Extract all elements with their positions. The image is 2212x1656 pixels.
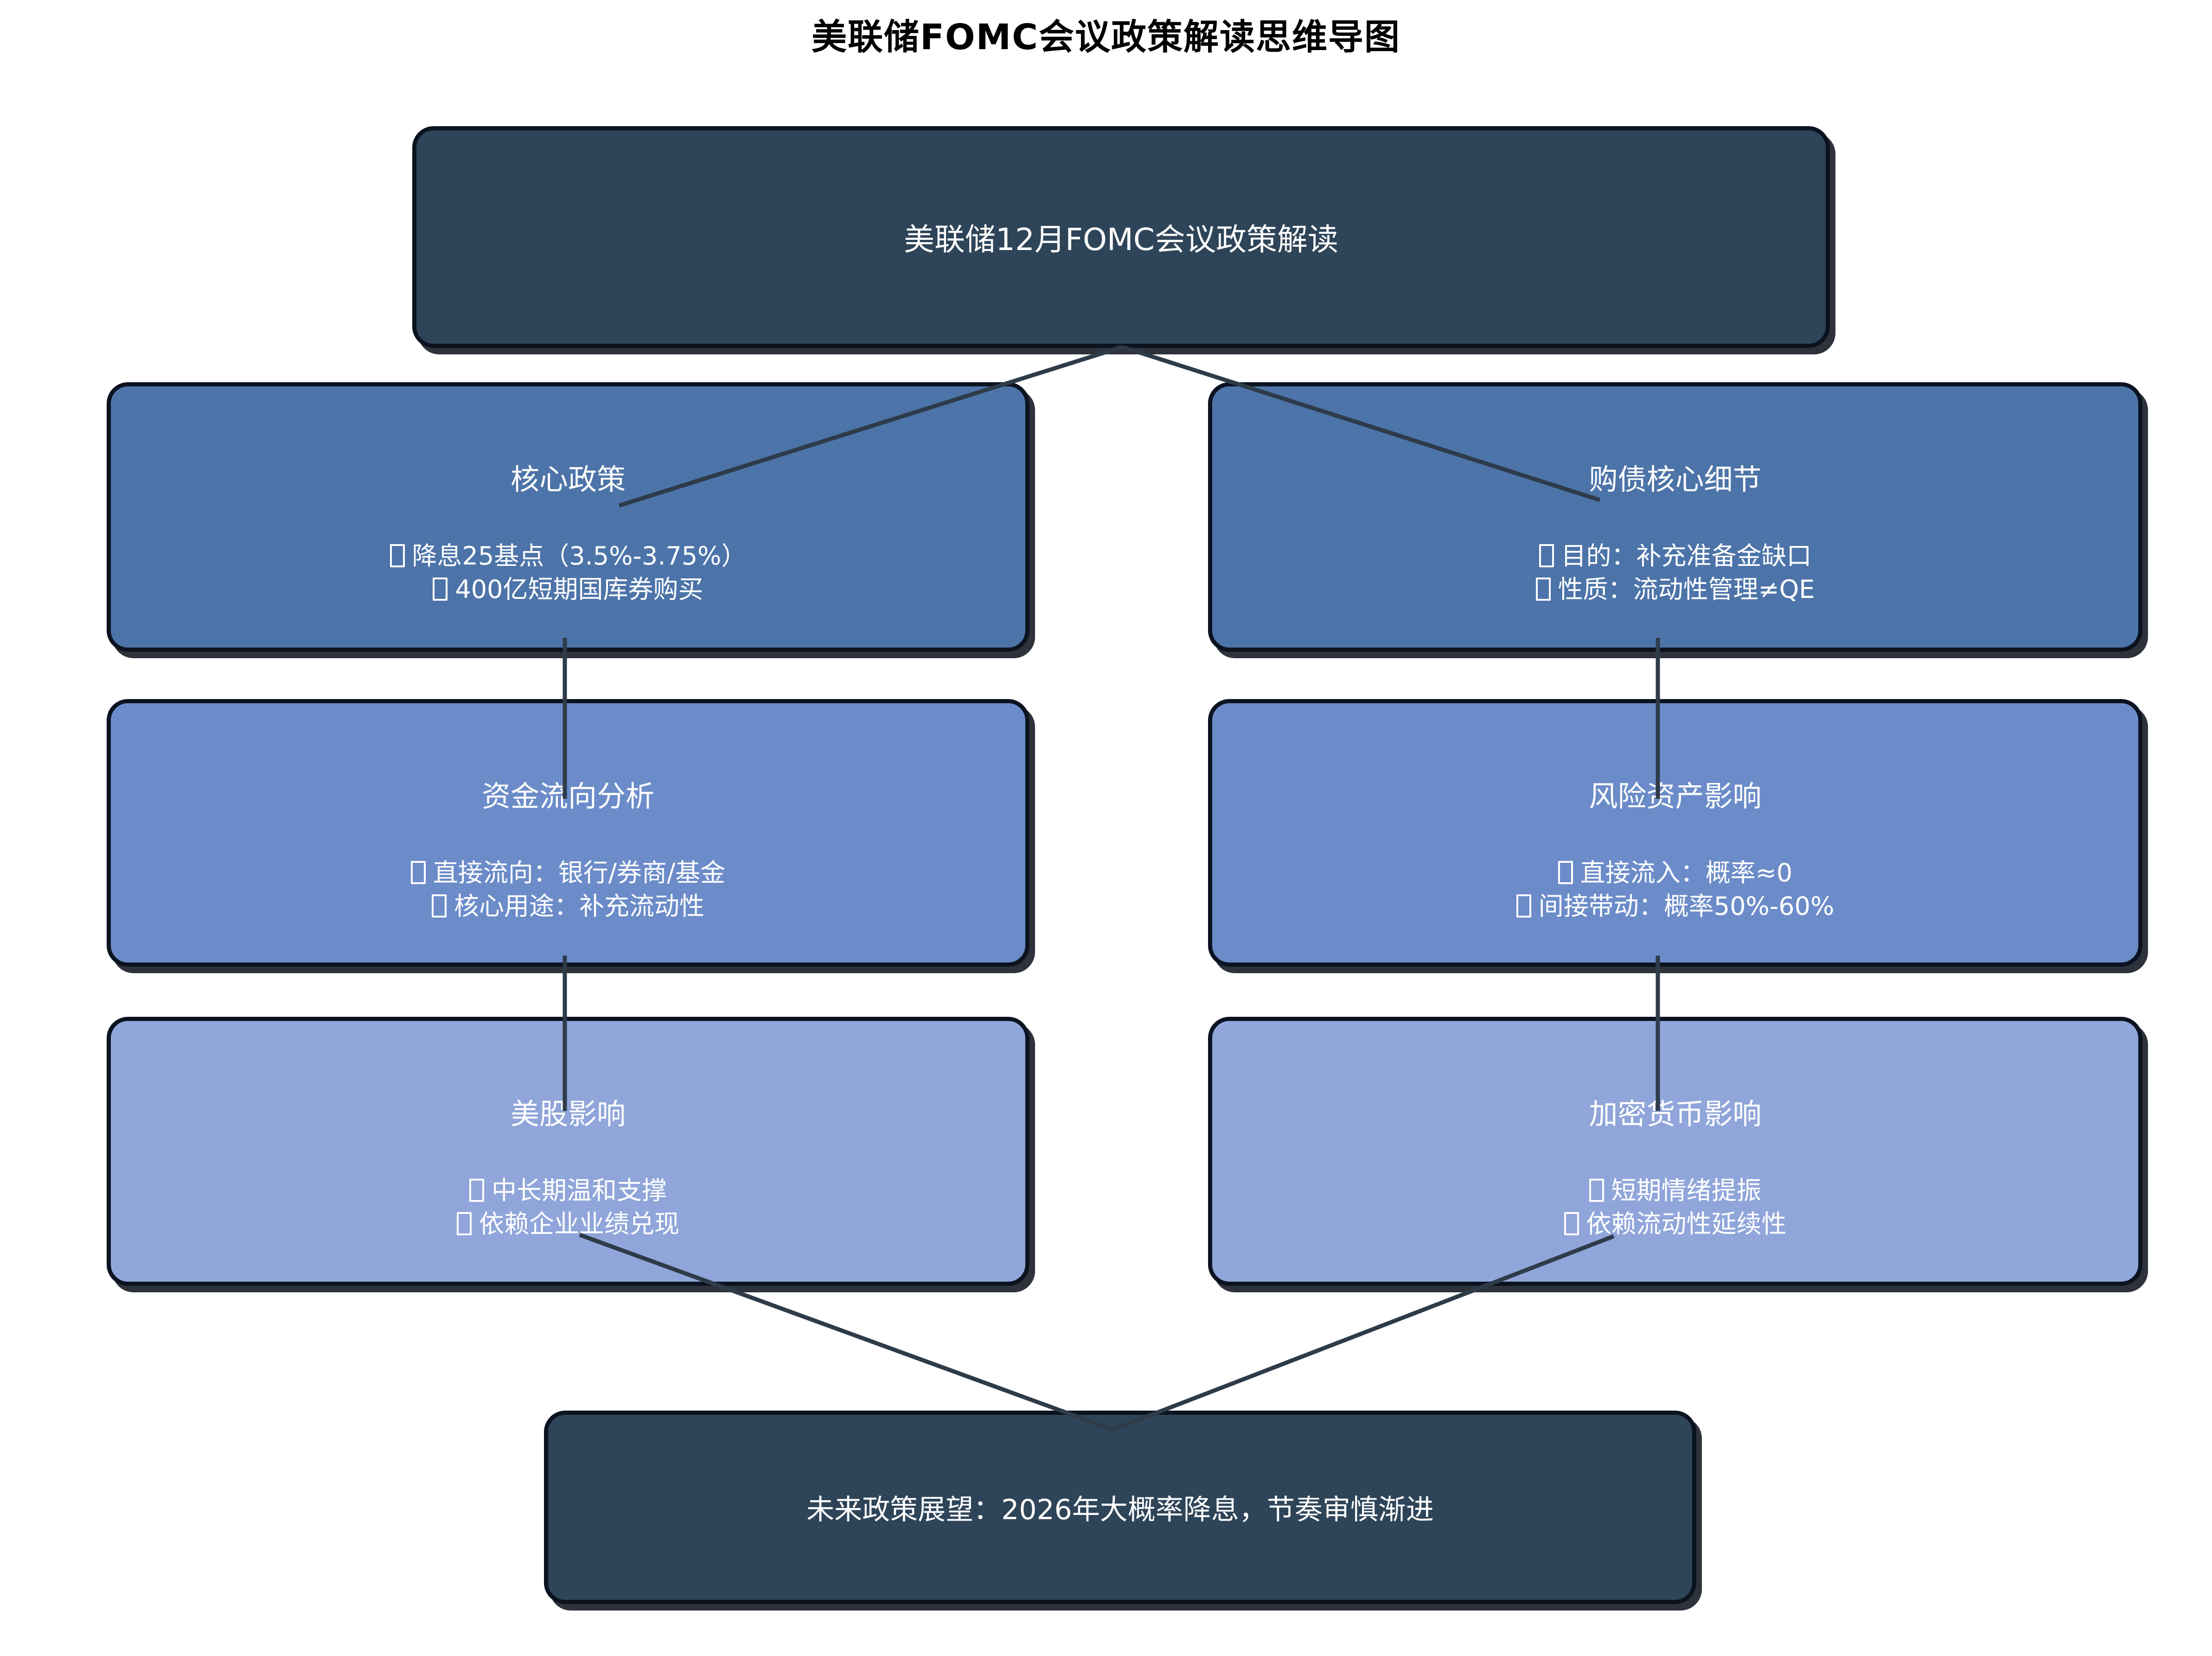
tofu-missing-glyph-icon [1516,894,1531,918]
node-title: 购债核心细节 [1589,462,1762,496]
node-title: 美股影响 [510,1097,626,1131]
node-risk-assets: 风险资产影响 直接流入：概率≈0 间接带动：概率50%-60% [1208,699,2142,967]
footer-outlook-label: 未来政策展望：2026年大概率降息，节奏审慎渐进 [806,1494,1434,1526]
footer-outlook-node: 未来政策展望：2026年大概率降息，节奏审慎渐进 [544,1411,1696,1604]
bullet-line: 短期情绪提振 [1212,1174,2138,1207]
root-node-label: 美联储12月FOMC会议政策解读 [904,222,1338,257]
bullet-line: 目的：补充准备金缺口 [1212,539,2138,573]
bullet-line: 400亿短期国库券购买 [111,573,1025,606]
bullet-line: 直接流入：概率≈0 [1212,856,2138,890]
bullet-line: 降息25基点（3.5%-3.75%） [111,539,1025,573]
tofu-missing-glyph-icon [1558,861,1573,884]
node-bullets: 短期情绪提振 依赖流动性延续性 [1212,1174,2138,1241]
bullet-line: 依赖企业业绩兑现 [111,1207,1025,1241]
node-us-stocks: 美股影响 中长期温和支撑 依赖企业业绩兑现 [107,1017,1029,1286]
tofu-missing-glyph-icon [390,544,405,567]
tofu-missing-glyph-icon [457,1212,472,1235]
bullet-line: 直接流向：银行/券商/基金 [111,856,1025,890]
node-title: 资金流向分析 [481,779,654,813]
page-title: 美联储FOMC会议政策解读思维导图 [812,16,1400,58]
node-bullets: 降息25基点（3.5%-3.75%） 400亿短期国库券购买 [111,539,1025,606]
tofu-missing-glyph-icon [1564,1212,1579,1235]
bullet-line: 中长期温和支撑 [111,1174,1025,1207]
node-title: 加密货币影响 [1589,1097,1762,1131]
bullet-line: 依赖流动性延续性 [1212,1207,2138,1241]
node-bond-buying-details: 购债核心细节 目的：补充准备金缺口 性质：流动性管理≠QE [1208,382,2142,652]
tofu-missing-glyph-icon [410,861,426,884]
node-bullets: 直接流入：概率≈0 间接带动：概率50%-60% [1212,856,2138,923]
node-bullets: 中长期温和支撑 依赖企业业绩兑现 [111,1174,1025,1241]
tofu-missing-glyph-icon [1589,1179,1604,1202]
bullet-line: 核心用途：补充流动性 [111,890,1025,923]
node-bullets: 目的：补充准备金缺口 性质：流动性管理≠QE [1212,539,2138,606]
root-node: 美联储12月FOMC会议政策解读 [412,126,1830,348]
node-bullets: 直接流向：银行/券商/基金 核心用途：补充流动性 [111,856,1025,923]
tofu-missing-glyph-icon [433,578,448,601]
node-title: 风险资产影响 [1589,779,1762,813]
node-title: 核心政策 [510,462,626,496]
node-fund-flow: 资金流向分析 直接流向：银行/券商/基金 核心用途：补充流动性 [107,699,1029,967]
tofu-missing-glyph-icon [469,1179,484,1202]
node-crypto: 加密货币影响 短期情绪提振 依赖流动性延续性 [1208,1017,2142,1286]
tofu-missing-glyph-icon [432,894,447,918]
tofu-missing-glyph-icon [1539,544,1554,567]
bullet-line: 性质：流动性管理≠QE [1212,573,2138,606]
node-core-policy: 核心政策 降息25基点（3.5%-3.75%） 400亿短期国库券购买 [107,382,1029,652]
bullet-line: 间接带动：概率50%-60% [1212,890,2138,923]
tofu-missing-glyph-icon [1535,578,1551,601]
